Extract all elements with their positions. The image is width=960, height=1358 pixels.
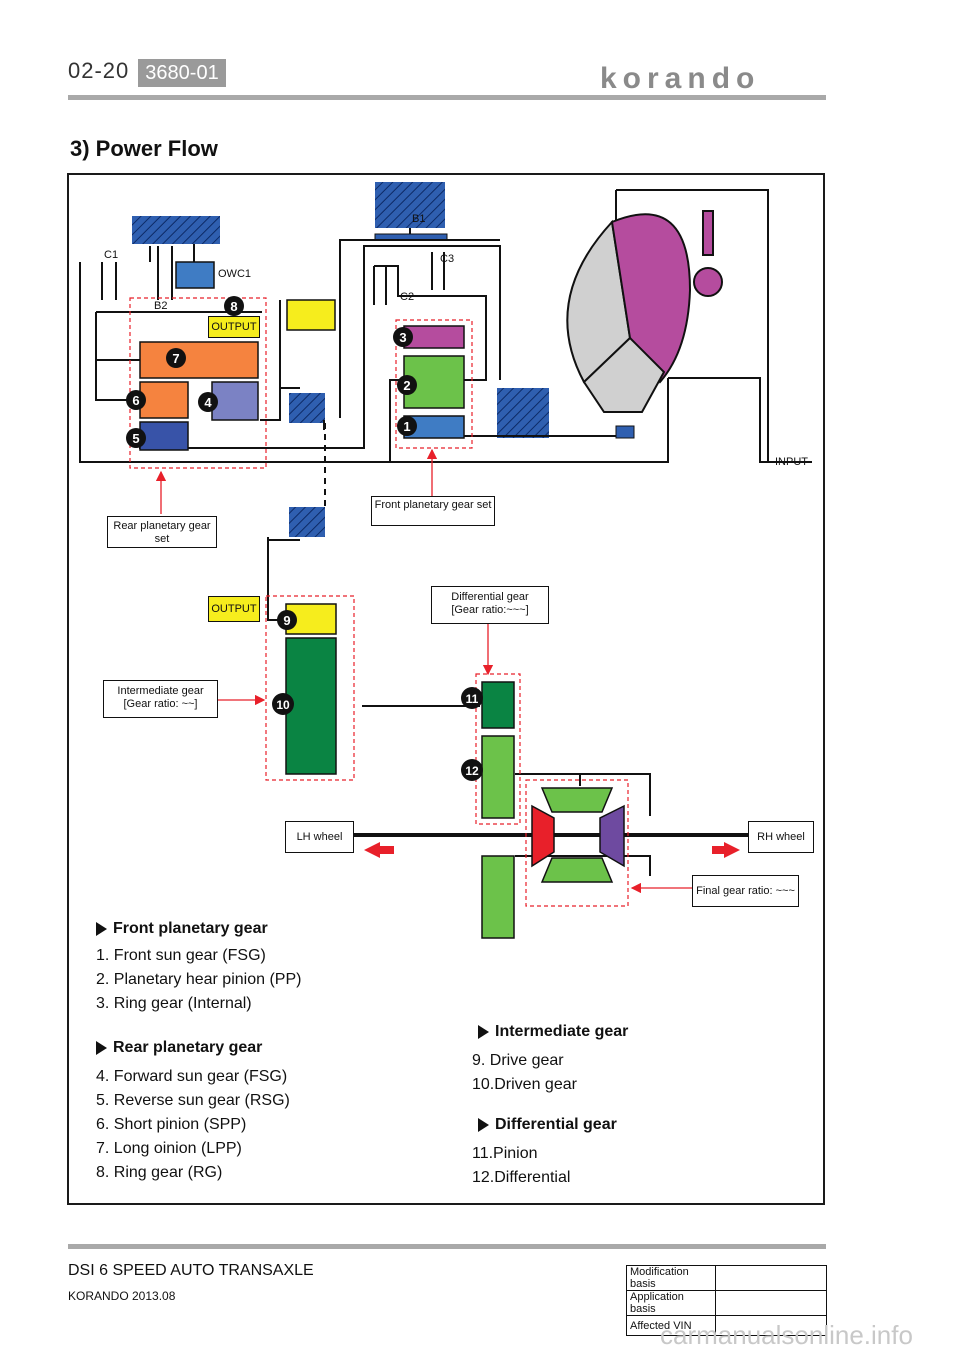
list-item: 4. Forward sun gear (FSG) — [96, 1068, 288, 1085]
section-code-badge: 3680-01 — [138, 59, 226, 87]
section-title: 3) Power Flow — [70, 136, 218, 161]
badge-5: 5 — [126, 428, 146, 448]
label-c2: C2 — [400, 291, 415, 303]
list-item: 7. Long oinion (LPP) — [96, 1140, 242, 1157]
intermediate-gear-heading: Intermediate gear — [478, 1023, 628, 1041]
table-cell — [715, 1290, 827, 1316]
table-row: Affected VIN — [626, 1315, 827, 1336]
output-top-label: OUTPUT — [208, 316, 260, 338]
intermediate-gear-callout: Intermediate gear [Gear ratio: ~~] — [103, 680, 218, 718]
footer-rule — [68, 1244, 826, 1249]
output-mid-label: OUTPUT — [208, 596, 260, 622]
table-cell: Modification basis — [626, 1265, 716, 1291]
badge-9: 9 — [277, 610, 297, 630]
rear-planetary-heading: Rear planetary gear — [96, 1039, 290, 1057]
triangle-bullet-icon — [96, 1040, 107, 1055]
table-row: Application basis — [626, 1290, 827, 1316]
header-rule — [68, 95, 826, 100]
svg-text:8: 8 — [230, 299, 237, 314]
list-item: 3. Ring gear (Internal) — [96, 995, 252, 1012]
label-owc1: OWC1 — [218, 268, 251, 280]
badge-8: 8 — [224, 296, 244, 316]
lh-wheel-label: LH wheel — [285, 821, 354, 853]
svg-text:9: 9 — [283, 613, 290, 628]
svg-text:2: 2 — [403, 378, 410, 393]
list-item: 12.Differential — [472, 1169, 571, 1186]
svg-text:12: 12 — [465, 764, 479, 778]
svg-text:1: 1 — [403, 419, 410, 434]
list-item: 10.Driven gear — [472, 1076, 577, 1093]
badge-10: 10 — [272, 693, 294, 715]
table-cell: Affected VIN — [626, 1315, 716, 1336]
badge-4: 4 — [198, 392, 218, 412]
table-row: Modification basis — [626, 1265, 827, 1291]
diagram-frame — [67, 173, 825, 1205]
differential-gear-list: Differential gear 11.Pinion 12.Different… — [472, 1116, 617, 1190]
label-b2: B2 — [154, 300, 168, 312]
list-item: 6. Short pinion (SPP) — [96, 1116, 247, 1133]
table-cell: Application basis — [626, 1290, 716, 1316]
footer-subtitle: KORANDO 2013.08 — [68, 1289, 176, 1303]
list-item: 5. Reverse sun gear (RSG) — [96, 1092, 290, 1109]
front-planetary-heading: Front planetary gear — [96, 920, 301, 938]
list-item: 8. Ring gear (RG) — [96, 1164, 223, 1181]
badge-1: 1 — [397, 416, 417, 436]
badge-11: 11 — [461, 687, 483, 709]
badge-12: 12 — [461, 759, 483, 781]
badge-6: 6 — [126, 390, 146, 410]
rear-planetary-set-callout: Rear planetary gear set — [107, 516, 217, 548]
modification-table: Modification basis Application basis Aff… — [626, 1265, 827, 1336]
label-b1: B1 — [412, 213, 426, 225]
differential-gear-heading: Differential gear — [478, 1116, 617, 1134]
footer-title: DSI 6 SPEED AUTO TRANSAXLE — [68, 1262, 314, 1279]
intermediate-gear-list: Intermediate gear 9. Drive gear 10.Drive… — [472, 1023, 628, 1097]
label-c1: C1 — [104, 249, 119, 261]
list-item: 9. Drive gear — [472, 1052, 564, 1069]
table-cell — [715, 1315, 827, 1336]
front-planetary-list: Front planetary gear 1. Front sun gear (… — [96, 920, 301, 1016]
label-c3: C3 — [440, 253, 455, 265]
rear-planetary-list: Rear planetary gear 4. Forward sun gear … — [96, 1039, 290, 1185]
badge-7: 7 — [166, 348, 186, 368]
differential-gear-callout: Differential gear [Gear ratio:~~~] — [431, 586, 549, 624]
label-input: INPUT — [775, 456, 808, 468]
svg-text:10: 10 — [276, 698, 290, 712]
list-item: 11.Pinion — [472, 1145, 538, 1162]
svg-text:6: 6 — [132, 393, 139, 408]
triangle-bullet-icon — [478, 1024, 489, 1039]
page-number: 02-20 — [68, 58, 130, 83]
rh-wheel-label: RH wheel — [748, 821, 814, 853]
svg-text:4: 4 — [204, 395, 212, 410]
watermark: carmanualsonline.info — [660, 1320, 913, 1350]
triangle-bullet-icon — [478, 1117, 489, 1132]
svg-text:5: 5 — [132, 431, 139, 446]
svg-text:11: 11 — [466, 692, 479, 706]
front-planetary-set-callout: Front planetary gear set — [371, 496, 495, 526]
badge-2: 2 — [397, 375, 417, 395]
list-item: 1. Front sun gear (FSG) — [96, 947, 266, 964]
brand-logo: korando — [600, 62, 761, 95]
final-gear-ratio-callout: Final gear ratio: ~~~ — [692, 875, 799, 907]
table-cell — [715, 1265, 827, 1291]
svg-text:7: 7 — [172, 351, 179, 366]
list-item: 2. Planetary hear pinion (PP) — [96, 971, 302, 988]
triangle-bullet-icon — [96, 921, 107, 936]
badge-3: 3 — [393, 327, 413, 347]
svg-text:3: 3 — [399, 330, 406, 345]
